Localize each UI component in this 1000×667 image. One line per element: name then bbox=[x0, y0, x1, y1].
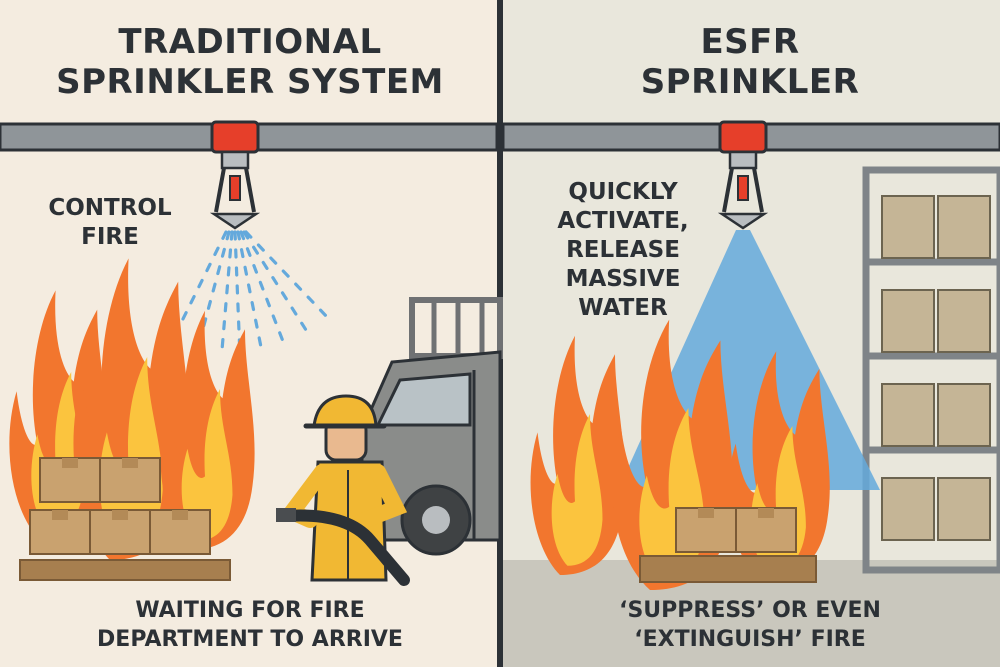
esfr-label: QUICKLY ACTIVATE, RELEASE MASSIVE WATER bbox=[557, 179, 689, 321]
sprinkler-head-icon bbox=[209, 120, 261, 230]
esfr-caption: ‘SUPPRESS’ OR EVEN ‘EXTINGUISH’ FIRE bbox=[619, 598, 881, 652]
traditional-label: CONTROL FIRE bbox=[48, 195, 172, 250]
left-panel-background bbox=[0, 0, 500, 667]
cardboard-box-icon bbox=[639, 507, 817, 583]
fire-hose-icon bbox=[276, 508, 410, 586]
storage-rack-icon bbox=[862, 166, 1000, 574]
esfr-title: ESFR SPRINKLER bbox=[640, 22, 860, 102]
water-drops-icon bbox=[178, 230, 330, 358]
traditional-title: TRADITIONAL SPRINKLER SYSTEM bbox=[56, 22, 444, 102]
traditional-caption: WAITING FOR FIRE DEPARTMENT TO ARRIVE bbox=[97, 598, 403, 652]
cardboard-box-icon bbox=[19, 457, 231, 581]
sprinkler-head-icon bbox=[717, 120, 769, 230]
